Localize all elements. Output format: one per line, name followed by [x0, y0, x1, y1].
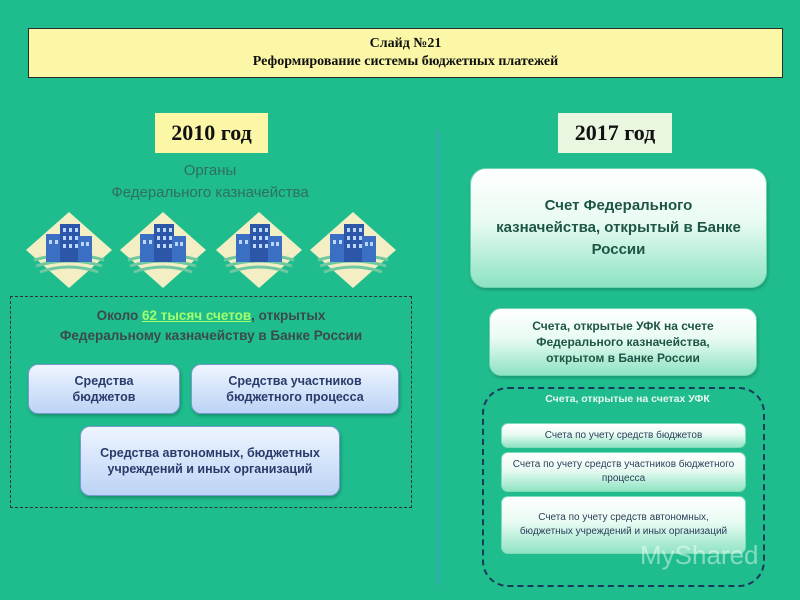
participants-funds-box: Средства участников бюджетного процесса	[191, 364, 399, 414]
participant-accounts-box: Счета по учету средств участников бюджет…	[501, 452, 746, 492]
slide-number: Слайд №21	[369, 36, 442, 51]
left-accounts-group	[10, 296, 412, 508]
slide-title-box: Слайд №21 Реформирование системы бюджетн…	[28, 28, 783, 78]
treasury-main-account-box: Счет Федерального казначейства, открытый…	[470, 168, 767, 288]
autonomous-accounts-box: Счета по учету средств автономных, бюдже…	[501, 496, 746, 554]
year-2010-label: 2010 год	[155, 113, 268, 153]
building-icon	[120, 212, 206, 288]
watermark: MyShared	[640, 540, 759, 570]
autonomous-funds-box: Средства автономных, бюджетных учреждени…	[80, 426, 340, 496]
budgets-funds-box: Средства бюджетов	[28, 364, 180, 414]
ufk-sub-accounts-group	[482, 387, 765, 587]
budget-accounts-box: Счета по учету средств бюджетов	[501, 423, 746, 448]
treasury-organs-label: Органы Федерального казначейства	[111, 162, 309, 201]
ufk-sub-accounts-label: Счета, открытые на счетах УФК	[545, 393, 710, 405]
building-icon	[216, 212, 302, 288]
year-2017-label: 2017 год	[558, 113, 672, 153]
center-divider	[437, 130, 439, 585]
building-icon	[26, 212, 112, 288]
ufk-accounts-box: Счета, открытые УФК на счете Федеральног…	[489, 308, 757, 376]
slide-title: Реформирование системы бюджетных платеже…	[252, 54, 559, 69]
building-icon	[310, 212, 396, 288]
accounts-count-text: Около 62 тысяч счетов, открытых Федераль…	[59, 308, 363, 343]
